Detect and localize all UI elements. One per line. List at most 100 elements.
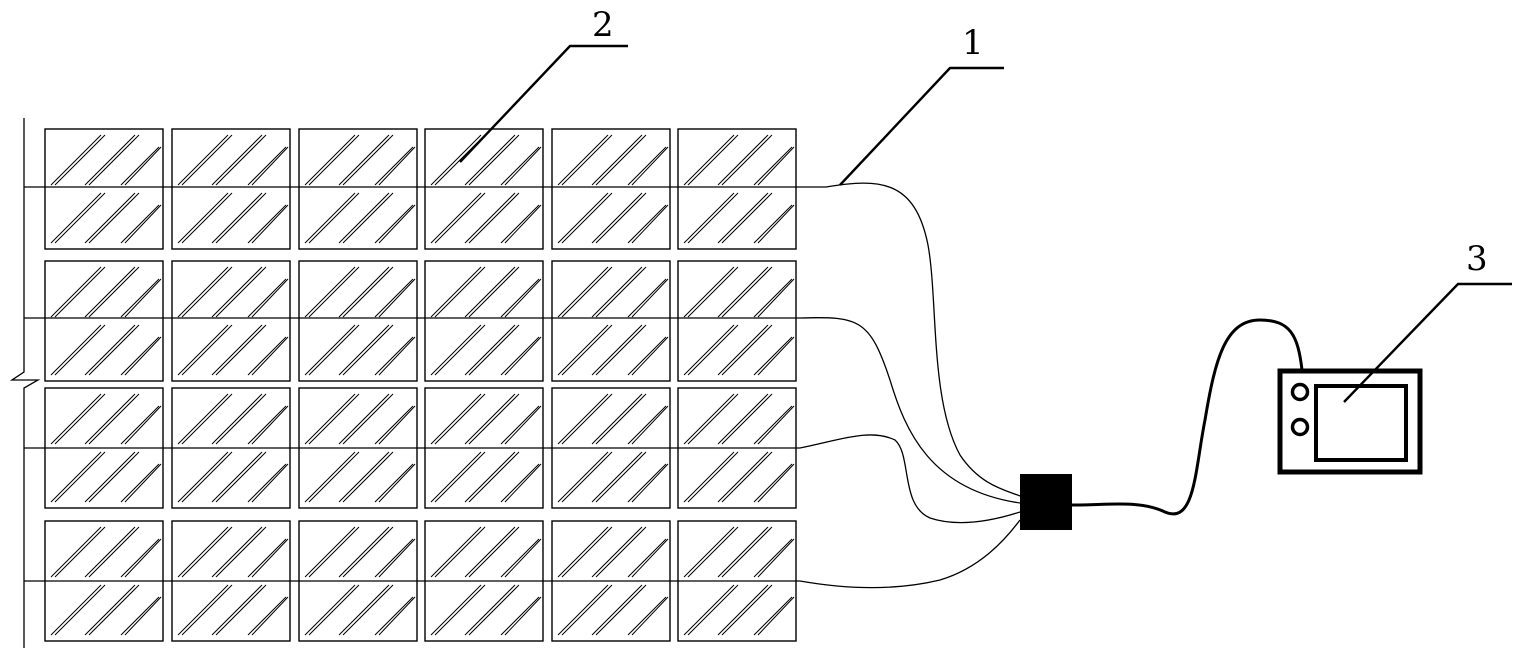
panel-hatch-line bbox=[430, 526, 482, 578]
panel-hatch-line bbox=[500, 405, 540, 445]
panel-hatch-line bbox=[50, 266, 102, 318]
panel-hatch-line bbox=[177, 266, 229, 318]
panel-hatch-line bbox=[631, 336, 669, 376]
panel-hatch-line bbox=[683, 526, 735, 578]
panel-hatch-line bbox=[120, 596, 160, 636]
panel-hatch-line bbox=[378, 278, 416, 318]
panel-hatch-line bbox=[687, 451, 739, 503]
panel-hatch-line bbox=[464, 526, 516, 578]
panel-hatch-line bbox=[247, 204, 287, 244]
panel-hatch-line bbox=[434, 192, 486, 244]
panel-hatch-line bbox=[631, 596, 669, 636]
panel-hatch-line bbox=[434, 393, 486, 445]
panel-hatch-line bbox=[54, 584, 106, 636]
panel-hatch-line bbox=[211, 266, 263, 318]
panel-hatch-line bbox=[591, 324, 643, 376]
panel-hatch-line bbox=[378, 463, 416, 503]
panel-hatch-line bbox=[631, 405, 669, 445]
panel-hatch-line bbox=[54, 393, 106, 445]
panel-hatch-line bbox=[181, 584, 233, 636]
panel-hatch-line bbox=[557, 192, 609, 244]
panel-hatch-line bbox=[464, 134, 516, 186]
signal-cables bbox=[799, 182, 1021, 589]
panel-hatch-line bbox=[84, 451, 136, 503]
panel-hatch-line bbox=[374, 146, 414, 186]
panel-hatch-line bbox=[181, 526, 233, 578]
panel-hatch-line bbox=[557, 584, 609, 636]
panel-hatch-line bbox=[88, 584, 140, 636]
panel-hatch-line bbox=[500, 463, 540, 503]
panel-hatch-line bbox=[211, 192, 263, 244]
panel-hatch-line bbox=[308, 192, 360, 244]
panel-hatch-line bbox=[54, 266, 106, 318]
panel-hatch-line bbox=[430, 584, 482, 636]
panel-hatch-line bbox=[500, 146, 540, 186]
leader-line-panel bbox=[459, 44, 628, 163]
panel-hatch-line bbox=[54, 526, 106, 578]
panel-hatch-line bbox=[247, 538, 287, 578]
panel-hatch-line bbox=[88, 324, 140, 376]
callout-label-monitor: 3 bbox=[1466, 239, 1488, 279]
panel-hatch-line bbox=[374, 204, 414, 244]
panel-hatch-line bbox=[757, 336, 795, 376]
panel-hatch-line bbox=[591, 192, 643, 244]
panel-hatch-line bbox=[468, 584, 520, 636]
panel-hatch-line bbox=[84, 526, 136, 578]
panel-hatch-line bbox=[687, 393, 739, 445]
solar-panel bbox=[171, 128, 291, 250]
panel-hatch-line bbox=[687, 324, 739, 376]
panel-hatch-line bbox=[88, 526, 140, 578]
panel-hatch-line bbox=[721, 393, 773, 445]
panel-hatch-line bbox=[308, 584, 360, 636]
panel-hatch-line bbox=[215, 192, 267, 244]
cable-row-3 bbox=[799, 434, 1021, 524]
panel-hatch-line bbox=[215, 584, 267, 636]
panel-hatch-line bbox=[304, 134, 356, 186]
panel-hatch-line bbox=[717, 134, 769, 186]
panel-hatch-line bbox=[50, 324, 102, 376]
panel-hatch-line bbox=[374, 463, 414, 503]
panel-hatch-line bbox=[120, 538, 160, 578]
panel-hatch-line bbox=[211, 393, 263, 445]
panel-hatch-line bbox=[504, 278, 542, 318]
panel-hatch-line bbox=[504, 204, 542, 244]
panel-hatch-line bbox=[378, 204, 416, 244]
panel-hatch-line bbox=[721, 192, 773, 244]
panel-hatch-line bbox=[124, 204, 162, 244]
panel-hatch-line bbox=[338, 451, 390, 503]
panel-hatch-line bbox=[687, 192, 739, 244]
panel-hatch-line bbox=[757, 596, 795, 636]
panel-hatch-line bbox=[430, 134, 482, 186]
panel-hatch-line bbox=[50, 192, 102, 244]
panel-hatch-line bbox=[595, 134, 647, 186]
panel-hatch-line bbox=[591, 266, 643, 318]
panel-hatch-line bbox=[627, 596, 667, 636]
solar-panel bbox=[424, 128, 544, 250]
panel-hatch-line bbox=[757, 405, 795, 445]
panel-hatch-line bbox=[251, 596, 289, 636]
panel-hatch-line bbox=[308, 266, 360, 318]
panel-hatch-line bbox=[177, 192, 229, 244]
panel-hatch-line bbox=[430, 451, 482, 503]
panel-hatch-line bbox=[211, 451, 263, 503]
junction-box bbox=[1020, 474, 1072, 530]
panel-hatch-line bbox=[88, 192, 140, 244]
panel-hatch-line bbox=[627, 405, 667, 445]
panel-hatch-line bbox=[557, 324, 609, 376]
panel-hatch-line bbox=[464, 324, 516, 376]
panel-hatch-line bbox=[338, 393, 390, 445]
panel-hatch-line bbox=[561, 324, 613, 376]
panel-hatch-line bbox=[374, 405, 414, 445]
panel-hatch-line bbox=[434, 584, 486, 636]
solar-panel bbox=[298, 128, 418, 250]
panel-hatch-line bbox=[468, 451, 520, 503]
panel-hatch-line bbox=[595, 526, 647, 578]
panel-hatch-line bbox=[181, 393, 233, 445]
panel-hatch-line bbox=[181, 266, 233, 318]
panel-hatch-line bbox=[84, 134, 136, 186]
cable-row-4 bbox=[799, 519, 1021, 589]
panel-hatch-line bbox=[88, 266, 140, 318]
panel-hatch-line bbox=[338, 526, 390, 578]
panel-hatch-line bbox=[468, 192, 520, 244]
panel-hatch-line bbox=[211, 584, 263, 636]
